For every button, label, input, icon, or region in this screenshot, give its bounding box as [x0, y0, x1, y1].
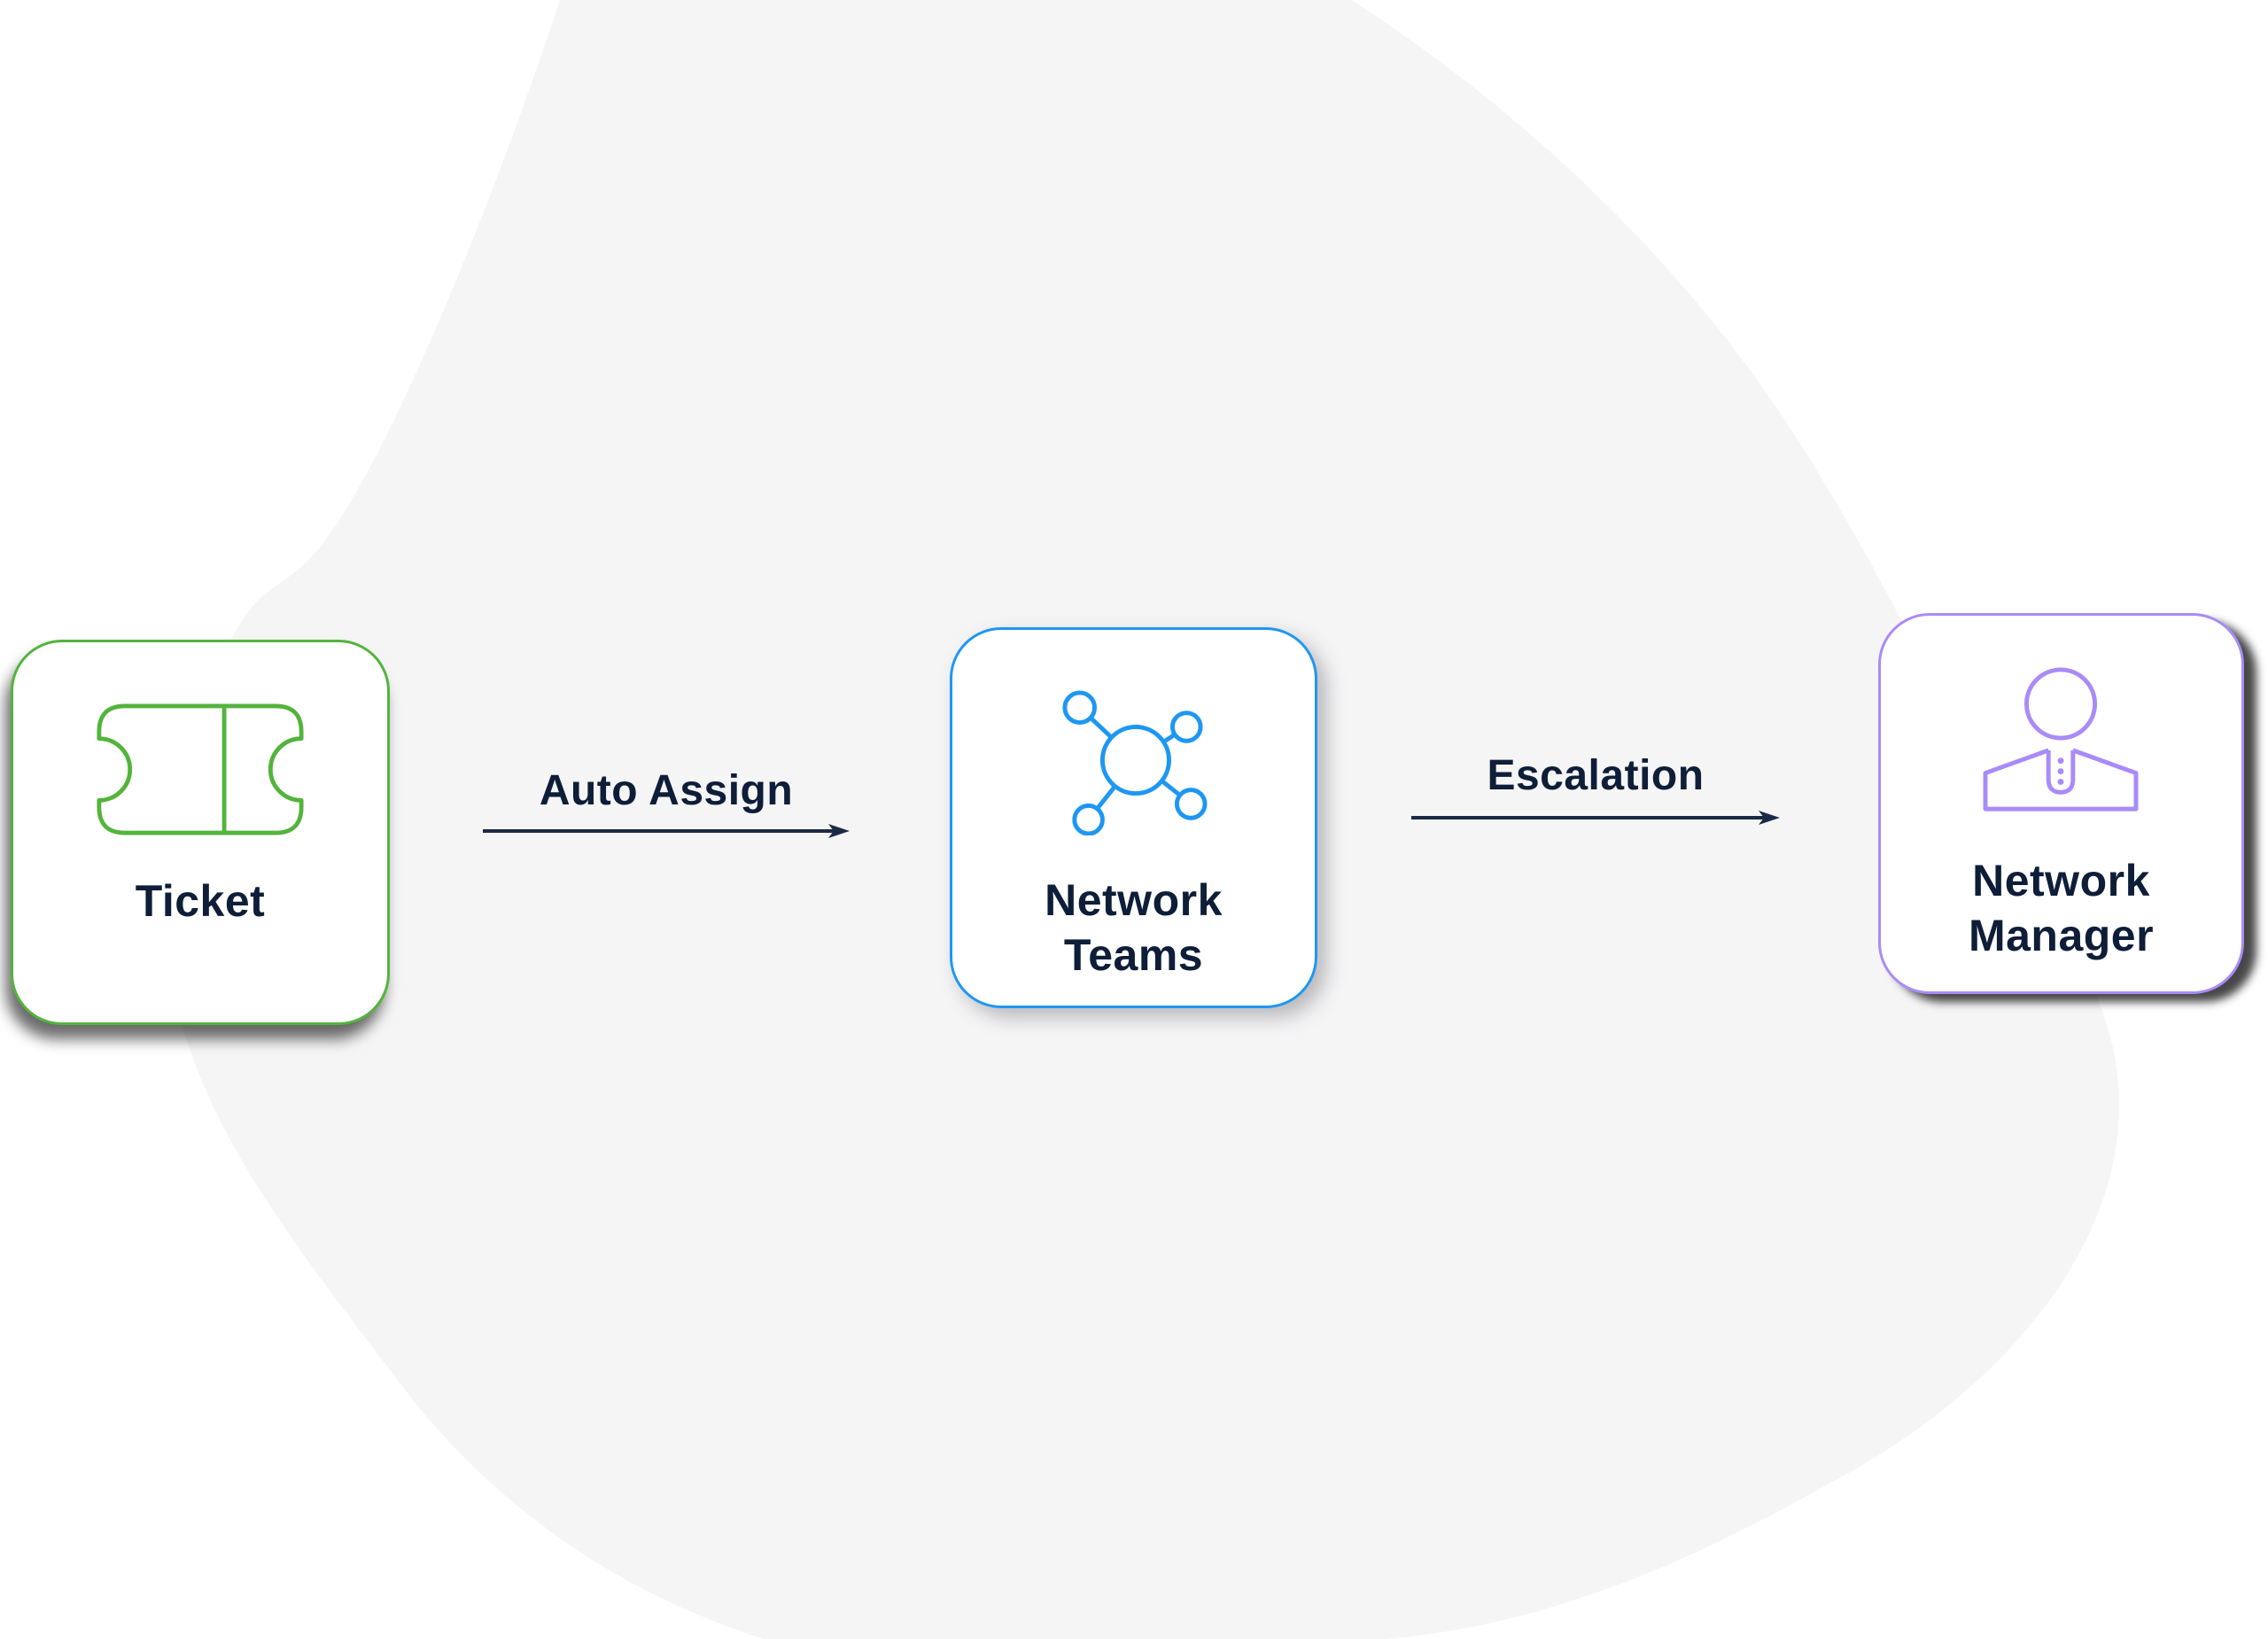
node-ticket-label: Ticket: [136, 874, 266, 928]
network-nodes-icon: [1061, 690, 1208, 835]
node-network-teams: Network Teams: [950, 627, 1317, 1008]
node-network-manager-label: Network Manager: [1969, 853, 2154, 963]
node-ticket: Ticket: [11, 640, 390, 1025]
node-network-manager: Network Manager: [1878, 613, 2244, 994]
node-network-teams-label: Network Teams: [1045, 873, 1223, 983]
ticket-icon: [97, 703, 304, 835]
arrow-auto-assign-label: Auto Assign: [539, 767, 794, 814]
arrow-escalation-label: Escalation: [1487, 752, 1705, 799]
arrow-right-icon: [483, 824, 850, 838]
node-label-line: Teams: [1063, 930, 1204, 980]
node-label-line: Network: [1045, 875, 1223, 925]
node-label-line: Network: [1972, 856, 2150, 905]
node-label-line: Manager: [1968, 911, 2155, 960]
person-icon: [1983, 667, 2138, 812]
arrow-auto-assign: Auto Assign: [483, 765, 850, 840]
arrow-right-icon: [1411, 811, 1780, 825]
node-label-line: Ticket: [135, 876, 266, 926]
arrow-escalation: Escalation: [1411, 750, 1780, 827]
